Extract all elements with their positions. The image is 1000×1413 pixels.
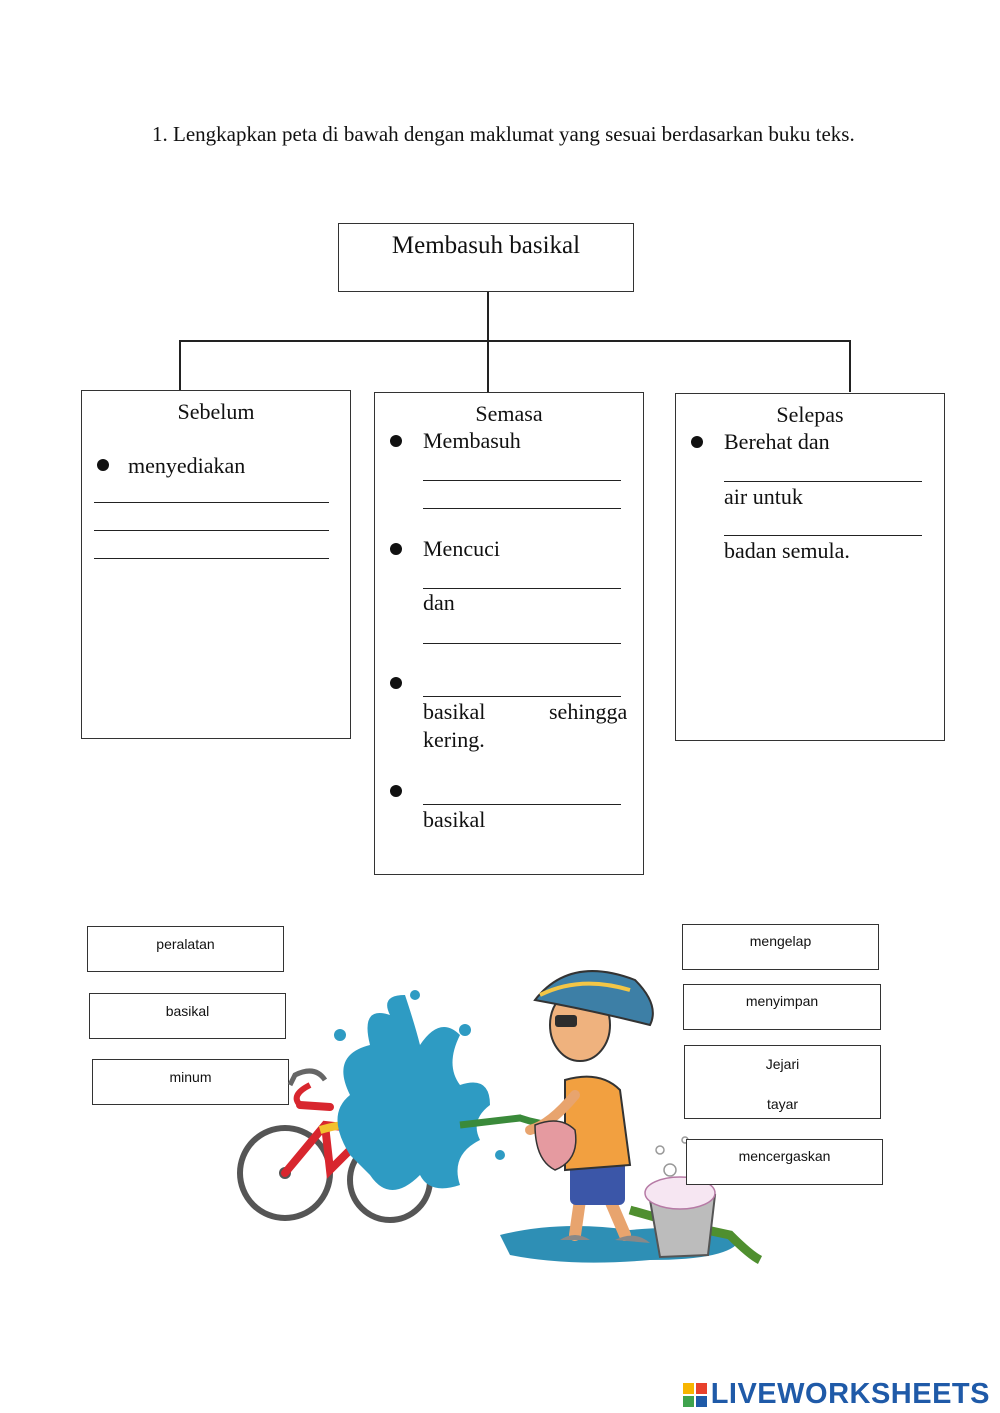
glasses — [555, 1015, 577, 1027]
sebelum-box: Sebelum menyediakan — [81, 390, 351, 739]
word-mencergaskan[interactable]: mencergaskan — [686, 1139, 883, 1185]
selepas-heading: Selepas — [776, 402, 844, 427]
illustration-washing-bicycle — [237, 970, 763, 1265]
connector-right — [849, 340, 851, 392]
semasa-box: Semasa Membasuh Mencuci dan basikal sehi… — [374, 392, 644, 875]
word-label: minum — [169, 1069, 212, 1085]
selepas-box: Selepas Berehat dan air untuk badan semu… — [675, 393, 945, 741]
semasa-item3-basikal: basikal — [423, 699, 486, 724]
word-label: Jejari — [765, 1056, 800, 1072]
connector-left — [179, 340, 181, 390]
answer-blank[interactable] — [94, 558, 329, 559]
brand-name: LIVEWORKSHEETS — [710, 1378, 990, 1410]
water-splash — [337, 995, 490, 1190]
answer-blank[interactable] — [724, 481, 922, 482]
selepas-item1-c: badan semula. — [724, 538, 850, 563]
bike-handlebar — [287, 1068, 328, 1087]
map-title-box: Membasuh basikal — [338, 223, 634, 292]
word-label: mengelap — [749, 933, 812, 949]
map-title: Membasuh basikal — [391, 232, 581, 259]
answer-blank[interactable] — [724, 535, 922, 536]
answer-blank[interactable] — [94, 530, 329, 531]
semasa-item1: Membasuh — [423, 428, 521, 453]
word-peralatan[interactable]: peralatan — [87, 926, 284, 972]
semasa-item3-sehingga: sehingga — [549, 699, 628, 724]
sebelum-item1: menyediakan — [128, 453, 246, 478]
answer-blank[interactable] — [423, 480, 621, 481]
sebelum-heading: Sebelum — [177, 399, 255, 424]
answer-blank[interactable] — [423, 696, 621, 697]
liveworksheets-logo: LIVEWORKSHEETS — [682, 1378, 990, 1411]
semasa-item4: basikal — [423, 807, 486, 832]
semasa-item2: Mencuci — [423, 536, 500, 561]
selepas-item1: Berehat dan — [724, 429, 830, 454]
selepas-item1-b: air untuk — [724, 484, 803, 509]
semasa-item3-kering: kering. — [423, 727, 485, 752]
answer-blank[interactable] — [94, 502, 329, 503]
answer-blank[interactable] — [423, 588, 621, 589]
bullet — [390, 543, 402, 555]
word-jejari-tayar[interactable]: Jejari tayar — [684, 1045, 881, 1119]
bullet — [390, 435, 402, 447]
word-label: basikal — [165, 1003, 210, 1019]
bullet — [390, 677, 402, 689]
word-mengelap[interactable]: mengelap — [682, 924, 879, 970]
bullet — [691, 436, 703, 448]
semasa-heading: Semasa — [475, 401, 543, 426]
answer-blank[interactable] — [423, 804, 621, 805]
answer-blank[interactable] — [423, 643, 621, 644]
person-arm — [525, 1090, 580, 1135]
word-menyimpan[interactable]: menyimpan — [683, 984, 881, 1030]
soap-foam — [644, 1176, 716, 1210]
word-label: menyimpan — [745, 993, 819, 1009]
word-label: peralatan — [156, 936, 215, 952]
semasa-item2-dan: dan — [423, 590, 455, 615]
connector-horizontal — [179, 340, 851, 342]
bullet — [97, 459, 109, 471]
answer-blank[interactable] — [423, 508, 621, 509]
word-minum[interactable]: minum — [92, 1059, 289, 1105]
person-shoes — [560, 1235, 650, 1243]
logo-icon — [682, 1382, 707, 1407]
word-label: mencergaskan — [738, 1148, 831, 1164]
word-label: tayar — [766, 1096, 799, 1112]
bullet — [390, 785, 402, 797]
connector-vertical-main — [487, 292, 489, 392]
sponge — [534, 1120, 577, 1171]
instruction-text: 1. Lengkapkan peta di bawah dengan maklu… — [152, 122, 855, 146]
word-basikal[interactable]: basikal — [89, 993, 286, 1039]
person-shorts — [570, 1160, 625, 1205]
person-shirt — [564, 1075, 632, 1172]
person-legs — [569, 1194, 631, 1241]
